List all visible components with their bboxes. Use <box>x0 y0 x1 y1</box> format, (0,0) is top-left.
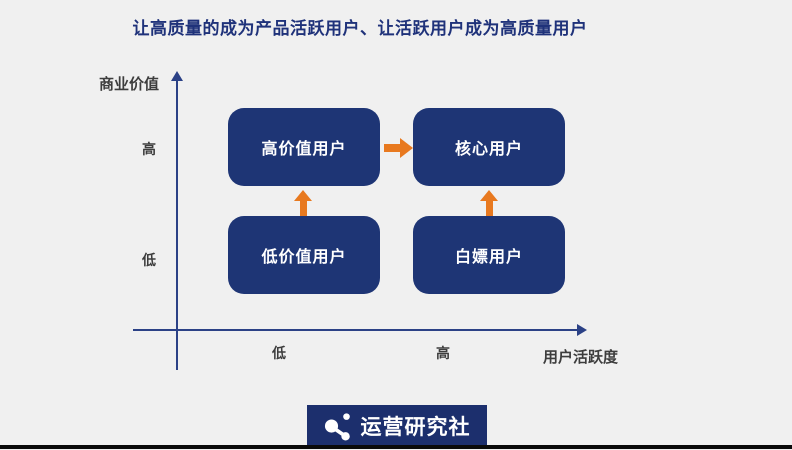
y-axis-arrowhead-icon <box>171 71 183 81</box>
y-axis-line <box>176 80 178 370</box>
x-tick-high: 高 <box>436 345 450 361</box>
x-axis-line <box>133 329 579 331</box>
y-axis-label: 商业价值 <box>99 76 160 93</box>
arrow-up-left-icon <box>294 190 312 201</box>
footer-logo-banner: 运营研究社 <box>307 405 487 446</box>
molecule-dots-icon <box>324 411 354 441</box>
arrow-right-head-icon <box>400 138 413 158</box>
quadrant-box-core-users: 核心用户 <box>413 108 565 186</box>
arrow-up-left-shaft <box>300 200 307 216</box>
arrow-right-icon <box>384 144 401 152</box>
quadrant-box-freeloader-users: 白嫖用户 <box>413 216 565 294</box>
quadrant-box-high-value-users: 高价值用户 <box>228 108 380 186</box>
x-tick-low: 低 <box>272 345 286 361</box>
arrow-up-right-shaft <box>486 200 493 216</box>
page-title: 让高质量的成为产品活跃用户、让活跃用户成为高质量用户 <box>132 19 588 38</box>
x-axis-label: 用户活跃度 <box>543 349 619 366</box>
footer-logo-text: 运营研究社 <box>360 415 471 439</box>
arrow-up-right-icon <box>480 190 498 201</box>
quadrant-box-low-value-users: 低价值用户 <box>228 216 380 294</box>
y-tick-low: 低 <box>142 252 156 268</box>
y-tick-high: 高 <box>142 141 156 157</box>
x-axis-arrowhead-icon <box>577 324 587 336</box>
bottom-edge-bar <box>0 445 792 449</box>
